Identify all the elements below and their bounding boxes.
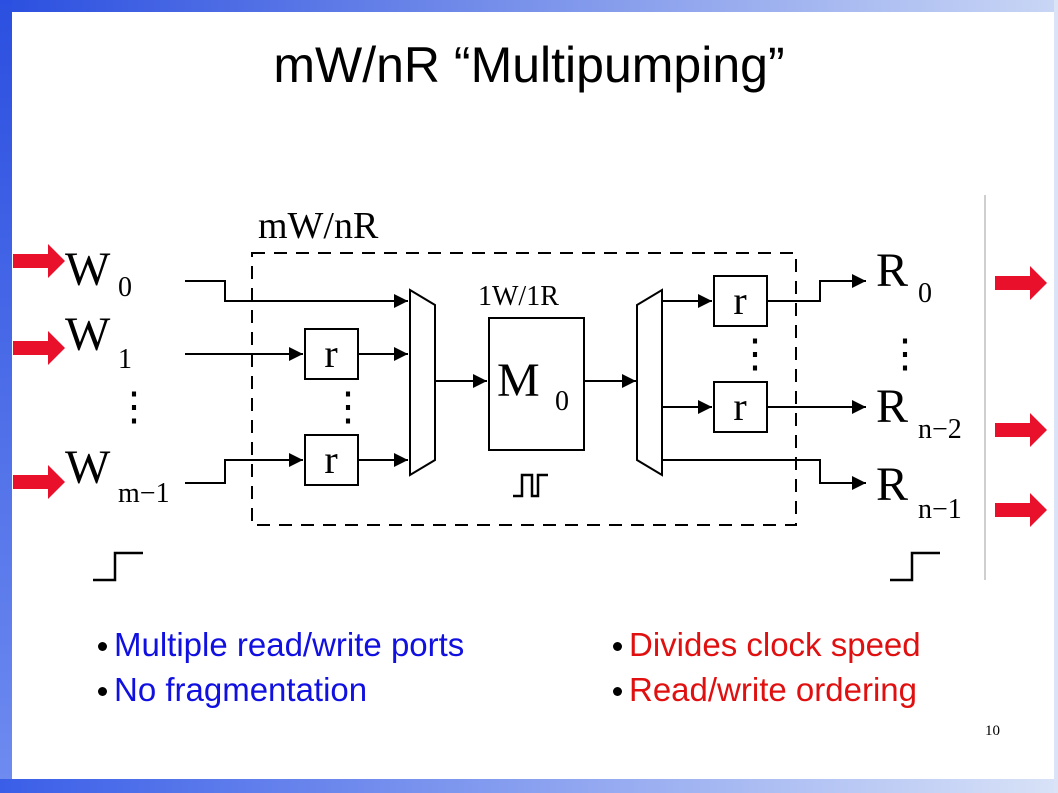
svg-text:R: R [876,244,908,297]
register-in-1: r [304,328,359,380]
input-wm1: W m−1 [65,441,170,509]
svg-text:W: W [65,441,111,494]
svg-text:0: 0 [918,278,932,309]
red-arrow-icon [13,331,65,365]
register-out-0: r [713,275,768,327]
wire-wm1 [185,453,303,484]
input-ellipsis: ⋮ [114,384,154,429]
register-out-1: r [713,381,768,433]
red-arrow-icon [13,244,65,278]
svg-text:W: W [65,308,111,361]
list-item: No fragmentation [98,667,464,712]
list-item: Read/write ordering [613,667,921,712]
slide-title: mW/nR “Multipumping” [273,37,785,93]
memory-type-label: 1W/1R [478,281,559,312]
svg-text:r: r [733,384,746,429]
register-out-ellipsis: ⋮ [735,331,775,376]
bullet-icon [98,687,107,696]
wire-rn1 [662,459,866,490]
input-mux [409,288,436,477]
slide-frame-left [0,0,12,793]
svg-text:r: r [324,437,337,482]
register-in-ellipsis: ⋮ [328,384,368,429]
svg-text:n−1: n−1 [918,494,962,525]
red-arrow-icon [995,493,1047,527]
output-demux [636,288,663,477]
pros-list: Multiple read/write ports No fragmentati… [98,622,464,712]
svg-text:1: 1 [118,344,132,375]
output-ellipsis: ⋮ [885,331,925,376]
slide-frame-top [0,0,1058,12]
red-arrow-icon [13,465,65,499]
svg-text:m−1: m−1 [118,478,170,509]
wire-r0 [767,274,866,302]
slide-frame-bottom [0,779,1058,793]
list-item: Divides clock speed [613,622,921,667]
wire-w0 [185,280,408,308]
page-number: 10 [985,723,1000,739]
slow-clock-icon [890,551,940,582]
red-arrow-icon [995,413,1047,447]
bullet-icon [98,642,107,651]
output-r0: R 0 [876,244,932,309]
slide-frame-right [1054,0,1058,793]
memory-block: M 0 [488,317,585,451]
cons-list: Divides clock speed Read/write ordering [613,622,921,712]
bullet-icon [613,687,622,696]
fast-clock-icon [513,473,548,498]
output-rn1: R n−1 [876,458,962,525]
svg-text:W: W [65,243,111,296]
svg-text:R: R [876,458,908,511]
svg-text:r: r [733,278,746,323]
slow-clock-icon [93,551,143,582]
dashed-enclosure [251,252,797,526]
red-arrow-icon [995,266,1047,300]
svg-text:R: R [876,380,908,433]
register-in-2: r [304,434,359,486]
enclosure-label: mW/nR [258,205,379,247]
svg-text:r: r [324,331,337,376]
svg-text:0: 0 [555,386,569,417]
input-w0: W 0 [65,243,132,303]
output-rn2: R n−2 [876,380,962,445]
input-w1: W 1 [65,308,132,375]
svg-text:0: 0 [118,272,132,303]
bullet-icon [613,642,622,651]
svg-text:n−2: n−2 [918,414,962,445]
list-item: Multiple read/write ports [98,622,464,667]
svg-text:M: M [497,354,540,407]
